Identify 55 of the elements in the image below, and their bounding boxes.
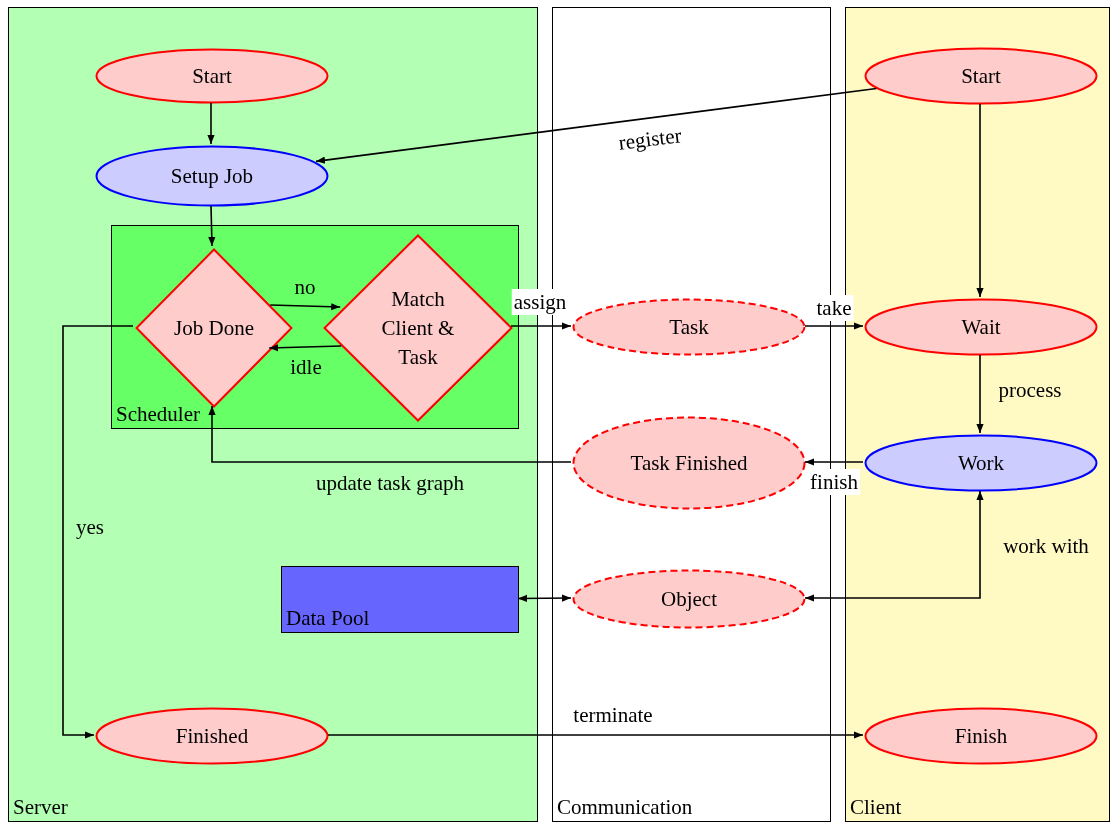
ellipse-node <box>572 569 806 629</box>
edge-label: register <box>616 122 684 156</box>
arrow <box>517 594 572 602</box>
arrow <box>62 325 134 739</box>
arrow <box>208 405 572 463</box>
edge-label: terminate <box>572 702 654 728</box>
ellipse-node <box>864 707 1098 765</box>
edge-label: assign <box>511 289 569 315</box>
node-label: Setup Job <box>169 162 255 190</box>
decision-diamond <box>323 234 513 422</box>
node-label: Finish <box>953 722 1009 750</box>
arrow <box>208 205 216 247</box>
arrow <box>804 490 984 602</box>
edge-label: process <box>997 377 1063 403</box>
edge-label: yes <box>75 514 105 540</box>
node-label: Communication <box>557 794 693 821</box>
ellipse-node <box>95 48 329 104</box>
node-label: Data Pool <box>286 605 370 632</box>
node-label: Work <box>956 449 1006 477</box>
arrow <box>804 322 864 330</box>
ellipse-node <box>864 434 1098 492</box>
ellipse-node <box>864 298 1098 356</box>
ellipse-node <box>95 707 329 765</box>
edge-label: take <box>814 295 854 321</box>
arrow <box>804 458 864 466</box>
arrow <box>327 731 864 739</box>
process-box <box>281 566 519 633</box>
arrow <box>510 322 572 330</box>
arrow <box>976 103 984 298</box>
node-label: Task Finished <box>629 449 749 477</box>
node-label: Wait <box>960 313 1002 341</box>
node-label: Start <box>960 62 1002 90</box>
arrow <box>207 102 215 145</box>
edge-label: update task graph <box>314 470 466 496</box>
node-label: Client <box>850 794 902 821</box>
node-label: Object <box>660 585 718 613</box>
edge-label: work with <box>1002 533 1090 559</box>
node-label: Start <box>191 62 233 90</box>
node-label: Server <box>13 794 68 821</box>
node-label: Task <box>668 313 710 341</box>
edge-label: no <box>293 274 317 300</box>
node-label: Job Done <box>173 314 255 342</box>
ellipse-node <box>95 145 329 207</box>
arrow <box>269 303 341 311</box>
ellipse-node <box>864 47 1098 105</box>
node-label: Scheduler <box>116 401 200 428</box>
arrow <box>268 344 342 352</box>
ellipse-node <box>572 298 806 356</box>
node-label: Finished <box>174 722 250 750</box>
arrow <box>315 87 878 164</box>
edge-label: finish <box>808 469 860 495</box>
node-label: Match Client & Task <box>380 285 456 371</box>
arrow <box>976 354 984 434</box>
edge-label: idle <box>289 354 323 380</box>
ellipse-node <box>572 416 806 510</box>
